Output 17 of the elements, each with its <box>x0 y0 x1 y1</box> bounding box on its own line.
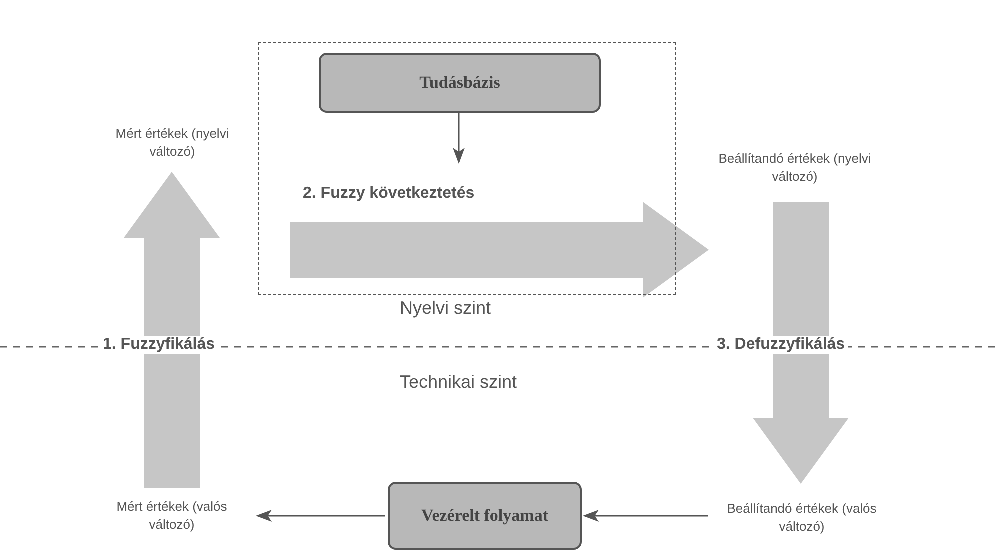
edge-label: 2. Fuzzy következtetés <box>302 185 476 203</box>
value-text: Mért értékek (nyelvi változó) <box>110 118 235 168</box>
level-label: Technikai szint <box>400 372 518 393</box>
arrow <box>256 510 385 522</box>
process-box: Vezérelt folyamat <box>388 482 582 550</box>
arrow <box>583 510 708 522</box>
edge-label: 3. Defuzzyfikálás <box>714 336 848 354</box>
level-label: Nyelvi szint <box>400 298 492 319</box>
process-box: Tudásbázis <box>319 53 601 113</box>
value-text: Beállítandó értékek (nyelvi változó) <box>715 140 875 196</box>
block-arrow <box>753 202 849 484</box>
block-arrow <box>290 202 709 298</box>
block-arrow <box>124 172 220 488</box>
value-text: Mért értékek (valós változó) <box>108 490 236 542</box>
value-text: Beállítandó értékek (valós változó) <box>722 490 882 546</box>
arrow <box>453 112 465 164</box>
dashed-frame <box>258 42 676 295</box>
